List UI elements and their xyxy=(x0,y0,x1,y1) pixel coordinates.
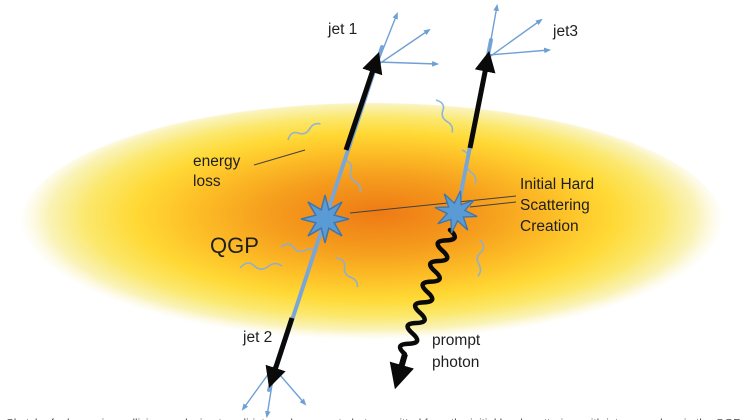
energy-loss-label-line1: energy xyxy=(193,153,241,170)
hard-scattering-vertex-left xyxy=(300,194,350,244)
prompt-photon-label-line1: prompt xyxy=(432,332,481,349)
fragmentation-arrow xyxy=(375,28,431,67)
gluon-radiation-squiggle xyxy=(476,239,485,277)
jet1-arrow xyxy=(343,52,383,151)
hard-scattering-label-line1: Initial Hard xyxy=(520,176,594,193)
jet1-label: jet 1 xyxy=(327,21,357,38)
fragmentation-arrow xyxy=(273,367,307,406)
qgp-label: QGP xyxy=(210,233,259,258)
hard-scattering-pointer-line-right xyxy=(469,201,517,208)
qgp-medium-ellipse xyxy=(20,103,724,347)
fragmentation-arrow xyxy=(487,18,543,59)
hard-scattering-pointer-line-left xyxy=(349,195,517,214)
jet3-label: jet3 xyxy=(552,23,578,40)
gluon-radiation-squiggle xyxy=(435,99,454,133)
hard-scattering-vertex-right xyxy=(434,190,478,234)
fragmentation-arrow xyxy=(376,61,440,67)
gluon-radiation-squiggle xyxy=(280,243,318,254)
fragmentation-arrow xyxy=(488,47,552,56)
jet2-arrow xyxy=(265,317,295,388)
gluon-radiation-squiggle xyxy=(335,257,359,288)
jet2-label: jet 2 xyxy=(242,329,272,346)
gluon-radiation-squiggle xyxy=(343,159,362,193)
fragmentation-arrow xyxy=(486,3,499,63)
gluon-radiation-squiggle xyxy=(239,262,283,270)
hard-scattering-label-line3: Creation xyxy=(520,218,579,235)
gluon-radiation-squiggle xyxy=(287,122,321,141)
energy-loss-label-line2: loss xyxy=(193,173,221,190)
jet3-arrow xyxy=(467,50,496,149)
prompt-photon-wave xyxy=(397,227,458,357)
cutoff-caption: Sketch of a heavy-ion collision producin… xyxy=(6,417,741,420)
prompt-photon-arrowhead xyxy=(389,353,414,390)
hard-scattering-label-line2: Scattering xyxy=(520,197,590,214)
energy-loss-pointer-line xyxy=(253,149,306,166)
prompt-photon-label-line2: photon xyxy=(432,354,479,371)
